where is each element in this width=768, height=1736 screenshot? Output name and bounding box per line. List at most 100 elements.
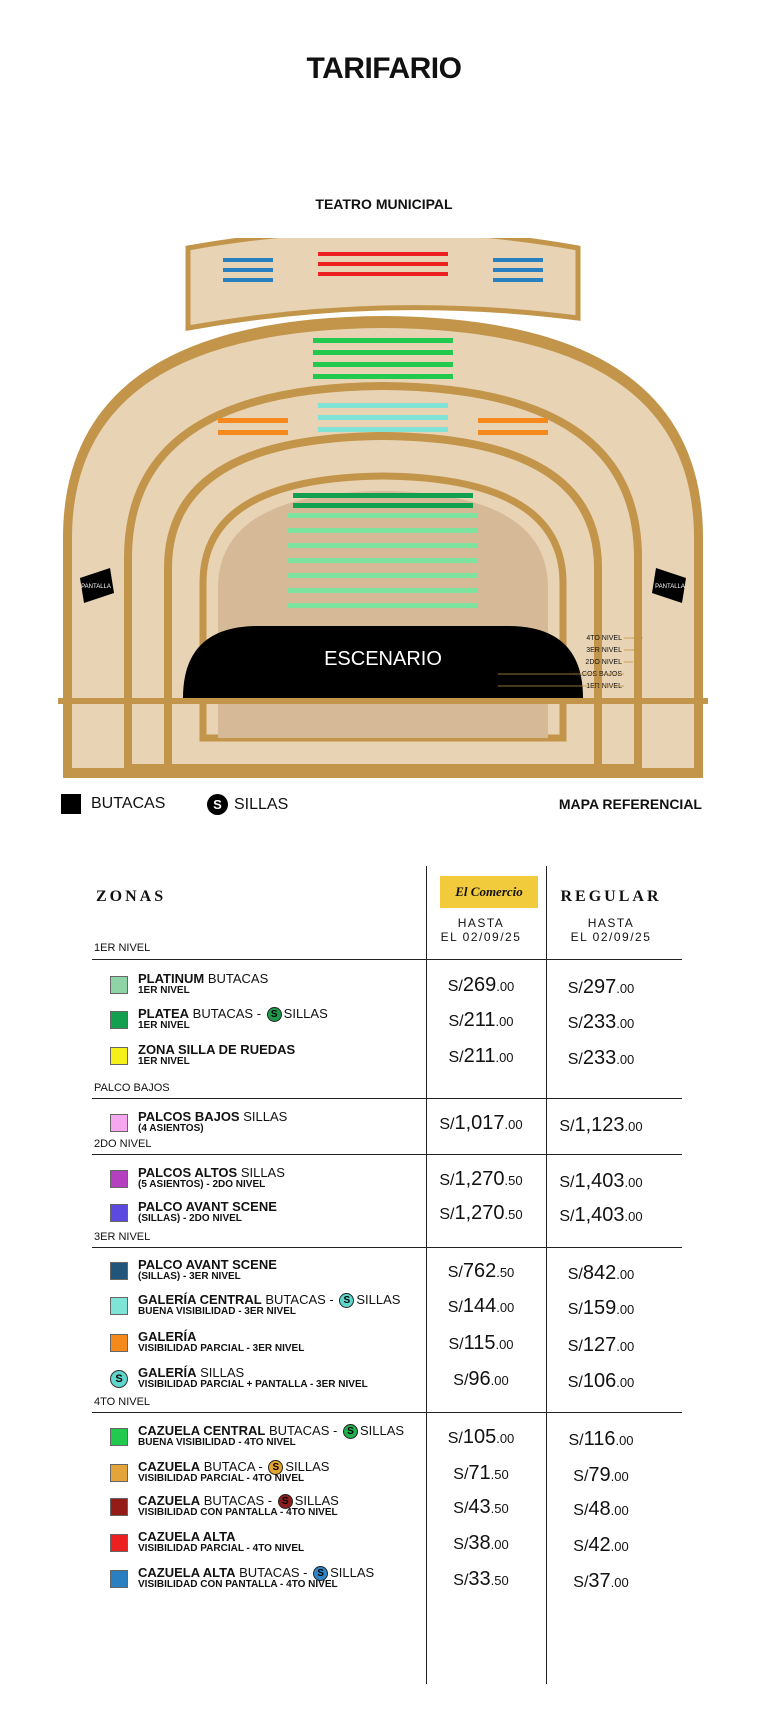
zone-subtitle: (SILLAS) - 2DO NIVEL [138,1213,242,1224]
price-value: S/106.00 [546,1370,656,1393]
price-cents: .00 [616,1302,635,1317]
price-cents: .50 [496,1265,515,1280]
zone-color-swatch [110,1464,128,1482]
price-whole: 42 [588,1534,611,1556]
zone-subtitle: VISIBILIDAD CON PANTALLA - 4TO NIVEL [138,1579,338,1590]
currency-symbol: S/ [559,1174,575,1191]
zone-color-swatch [110,1334,128,1352]
zone-name: GALERÍA SILLAS [138,1365,245,1380]
zone-subtitle: VISIBILIDAD PARCIAL - 4TO NIVEL [138,1543,305,1554]
price-cents: .00 [496,1300,515,1315]
zone-subtitle: BUENA VISIBILIDAD - 3ER NIVEL [138,1306,296,1317]
section-label: 4TO NIVEL [94,1396,151,1408]
zone-color-swatch [110,1011,128,1029]
stage [183,626,583,698]
zone-subtitle: (5 ASIENTOS) - 2DO NIVEL [138,1179,266,1190]
section-divider [92,1154,682,1155]
price-whole: 105 [462,1426,497,1448]
currency-symbol: S/ [439,1116,455,1133]
currency-symbol: S/ [439,1206,455,1223]
currency-symbol: S/ [559,1208,575,1225]
zone-subtitle: 1ER NIVEL [138,985,190,996]
price-cents: .00 [616,1267,635,1282]
currency-symbol: S/ [453,1372,469,1389]
price-whole: 842 [582,1262,617,1284]
sillas-s-icon: S [342,1424,358,1440]
price-whole: 233 [582,1047,617,1069]
zone-subtitle: BUENA VISIBILIDAD - 4TO NIVEL [138,1437,296,1448]
price-whole: 159 [582,1297,617,1319]
price-cents: .00 [615,1433,634,1448]
price-cents: .00 [616,1052,635,1067]
svg-text:3ER NIVEL: 3ER NIVEL [586,647,622,654]
price-cents: .00 [490,1537,509,1552]
price-value: S/159.00 [546,1297,656,1320]
svg-text:2DO NIVEL: 2DO NIVEL [585,659,622,666]
price-value: S/269.00 [426,974,536,997]
zone-subtitle: (SILLAS) - 3ER NIVEL [138,1271,241,1282]
currency-symbol: S/ [567,1015,583,1032]
price-whole: 33 [468,1568,491,1590]
price-whole: 1,123 [574,1114,625,1136]
price-cents: .00 [610,1469,629,1484]
seat-rows-cazuela-alta [318,252,448,276]
price-value: S/842.00 [546,1262,656,1285]
seat-rows-cazuela-central [313,338,453,379]
price-value: S/297.00 [546,976,656,999]
price-value: S/233.00 [546,1011,656,1034]
column-header-regular: REGULAR [560,888,662,905]
price-whole: 116 [583,1428,616,1450]
page-title: TARIFARIO [306,52,462,85]
currency-symbol: S/ [567,1301,583,1318]
sillas-s-icon: S [277,1494,293,1510]
elcomercio-logo: El Comercio [440,876,538,908]
level-callouts: 4TO NIVEL 3ER NIVEL 2DO NIVEL PALCOS BAJ… [569,635,622,690]
zone-subtitle: 1ER NIVEL [138,1056,190,1067]
currency-symbol: S/ [453,1572,469,1589]
price-value: S/42.00 [546,1534,656,1557]
zone-color-swatch [110,1570,128,1588]
zone-name: CAZUELA ALTA [138,1529,236,1544]
sillas-s-icon: S [268,1460,284,1476]
price-value: S/1,270.50 [426,1168,536,1191]
price-cents: .00 [495,1337,514,1352]
price-value: S/1,403.00 [546,1204,656,1227]
price-cents: .50 [490,1467,509,1482]
zone-name: PALCO AVANT SCENE [138,1199,277,1214]
zone-name: PLATINUM BUTACAS [138,971,269,986]
currency-symbol: S/ [573,1574,589,1591]
price-whole: 71 [468,1462,491,1484]
zone-name: PALCOS BAJOS SILLAS [138,1109,288,1124]
currency-symbol: S/ [453,1536,469,1553]
svg-text:PANTALLA: PANTALLA [81,584,111,590]
price-cents: .00 [610,1575,629,1590]
price-value: S/33.50 [426,1568,536,1591]
zone-color-swatch [110,1534,128,1552]
price-whole: 37 [588,1570,611,1592]
zone-subtitle: VISIBILIDAD PARCIAL - 3ER NIVEL [138,1343,305,1354]
price-value: S/144.00 [426,1295,536,1318]
price-value: S/1,123.00 [546,1114,656,1137]
seat-rows-platinum [293,493,473,508]
price-cents: .00 [490,1373,509,1388]
price-value: S/43.50 [426,1496,536,1519]
price-cents: .00 [495,1014,514,1029]
stage-label: ESCENARIO [324,648,442,670]
zone-color-swatch [110,1262,128,1280]
currency-symbol: S/ [447,1264,463,1281]
price-whole: 269 [462,974,497,996]
currency-symbol: S/ [559,1118,575,1135]
currency-symbol: S/ [573,1538,589,1555]
legend-butacas: BUTACAS [61,794,165,814]
zone-subtitle: VISIBILIDAD CON PANTALLA - 4TO NIVEL [138,1507,338,1518]
price-cents: .00 [624,1209,643,1224]
zone-color-swatch [110,1204,128,1222]
zone-color-swatch [110,1170,128,1188]
price-whole: 79 [588,1464,611,1486]
zone-subtitle: 1ER NIVEL [138,1020,190,1031]
currency-symbol: S/ [568,1432,584,1449]
zone-color-swatch [110,1297,128,1315]
map-reference-note: MAPA REFERENCIAL [558,796,702,812]
zone-color-swatch [110,1498,128,1516]
